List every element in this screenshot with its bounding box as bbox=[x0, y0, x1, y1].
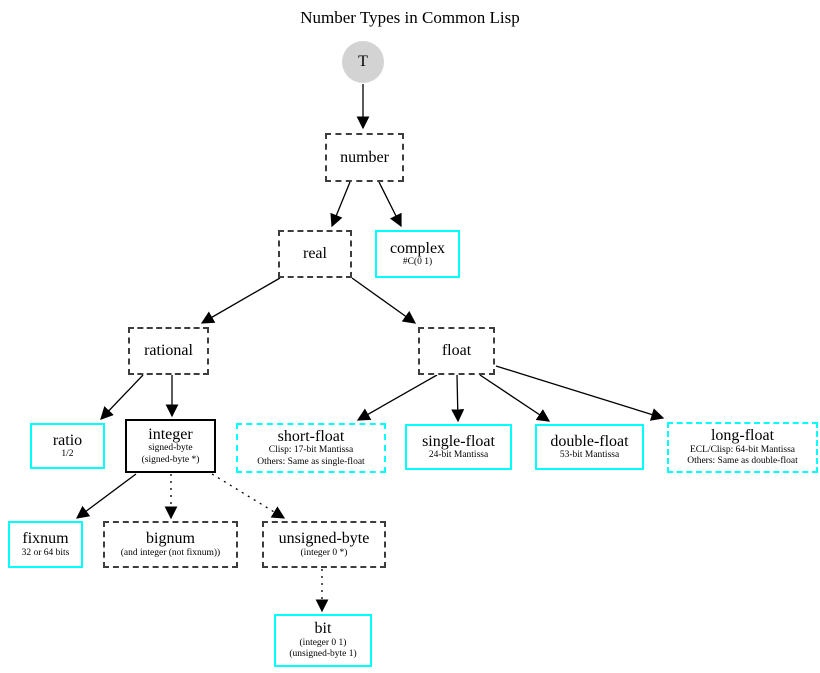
node-number-label: number bbox=[340, 148, 389, 166]
node-bit-label: bit bbox=[314, 620, 332, 638]
edge-real-float bbox=[351, 277, 417, 324]
node-single-float: single-float 24-bit Mantissa bbox=[405, 424, 512, 470]
node-integer: integer signed-byte (signed-byte *) bbox=[125, 419, 216, 473]
node-t-label: T bbox=[358, 53, 368, 71]
edge-integer-fixnum bbox=[75, 473, 137, 519]
node-short-float-sub2: Others: Same as single-float bbox=[257, 456, 365, 467]
edge-number-complex bbox=[378, 181, 402, 228]
node-double-float-label: double-float bbox=[550, 432, 629, 450]
node-unsigned-byte-label: unsigned-byte bbox=[278, 530, 370, 547]
edge-real-rational bbox=[200, 277, 281, 324]
edge-float-short-float bbox=[356, 374, 438, 421]
node-fixnum-label: fixnum bbox=[22, 530, 69, 547]
node-long-float-sub1: ECL/Clisp: 64-bit Mantissa bbox=[689, 444, 796, 455]
node-real: real bbox=[278, 230, 352, 278]
node-fixnum: fixnum 32 or 64 bits bbox=[8, 521, 83, 568]
node-fixnum-sub: 32 or 64 bits bbox=[21, 547, 70, 558]
node-integer-sub2: (signed-byte *) bbox=[141, 454, 200, 465]
node-long-float: long-float ECL/Clisp: 64-bit Mantissa Ot… bbox=[667, 422, 818, 473]
node-complex-sub: #C(0 1) bbox=[402, 257, 433, 268]
edge-rational-ratio bbox=[100, 374, 144, 420]
node-rational: rational bbox=[128, 327, 209, 375]
edge-float-single-float bbox=[451, 374, 465, 423]
diagram-title: Number Types in Common Lisp bbox=[300, 8, 520, 27]
edge-float-long-float bbox=[495, 365, 665, 421]
node-bignum: bignum (and integer (not fixnum)) bbox=[103, 521, 238, 568]
node-long-float-label: long-float bbox=[710, 427, 775, 445]
node-long-float-sub2: Others: Same as double-float bbox=[687, 456, 798, 467]
node-double-float-sub: 53-bit Mantissa bbox=[559, 450, 620, 461]
node-t: T bbox=[342, 41, 384, 83]
node-integer-label: integer bbox=[148, 425, 193, 443]
node-complex-label: complex bbox=[389, 239, 446, 257]
node-single-float-sub: 24-bit Mantissa bbox=[428, 450, 489, 461]
node-unsigned-byte: unsigned-byte (integer 0 *) bbox=[262, 521, 386, 568]
node-unsigned-byte-sub: (integer 0 *) bbox=[300, 547, 348, 558]
edge-number-real bbox=[330, 181, 351, 228]
node-number: number bbox=[325, 133, 404, 182]
node-rational-label: rational bbox=[144, 342, 193, 360]
node-bignum-sub: (and integer (not fixnum)) bbox=[120, 547, 221, 558]
node-ratio: ratio 1/2 bbox=[30, 423, 105, 469]
node-single-float-label: single-float bbox=[422, 432, 495, 450]
edge-integer-unsigned-byte bbox=[211, 473, 286, 519]
node-complex: complex #C(0 1) bbox=[375, 230, 460, 278]
node-bignum-label: bignum bbox=[146, 530, 195, 547]
node-integer-sub1: signed-byte bbox=[148, 443, 193, 454]
node-bit: bit (integer 0 1) (unsigned-byte 1) bbox=[274, 614, 372, 667]
edge-float-double-float bbox=[479, 374, 551, 422]
node-short-float-label: short-float bbox=[277, 427, 345, 445]
node-float-label: float bbox=[441, 342, 472, 360]
node-ratio-label: ratio bbox=[52, 431, 83, 449]
node-float: float bbox=[418, 327, 495, 375]
node-bit-sub1: (integer 0 1) bbox=[299, 637, 347, 648]
node-double-float: double-float 53-bit Mantissa bbox=[535, 424, 644, 470]
node-real-label: real bbox=[303, 245, 327, 263]
node-bit-sub2: (unsigned-byte 1) bbox=[289, 649, 357, 660]
node-short-float-sub1: Clisp: 17-bit Mantissa bbox=[268, 445, 354, 456]
node-short-float: short-float Clisp: 17-bit Mantissa Other… bbox=[236, 423, 386, 473]
node-ratio-sub: 1/2 bbox=[61, 449, 74, 460]
